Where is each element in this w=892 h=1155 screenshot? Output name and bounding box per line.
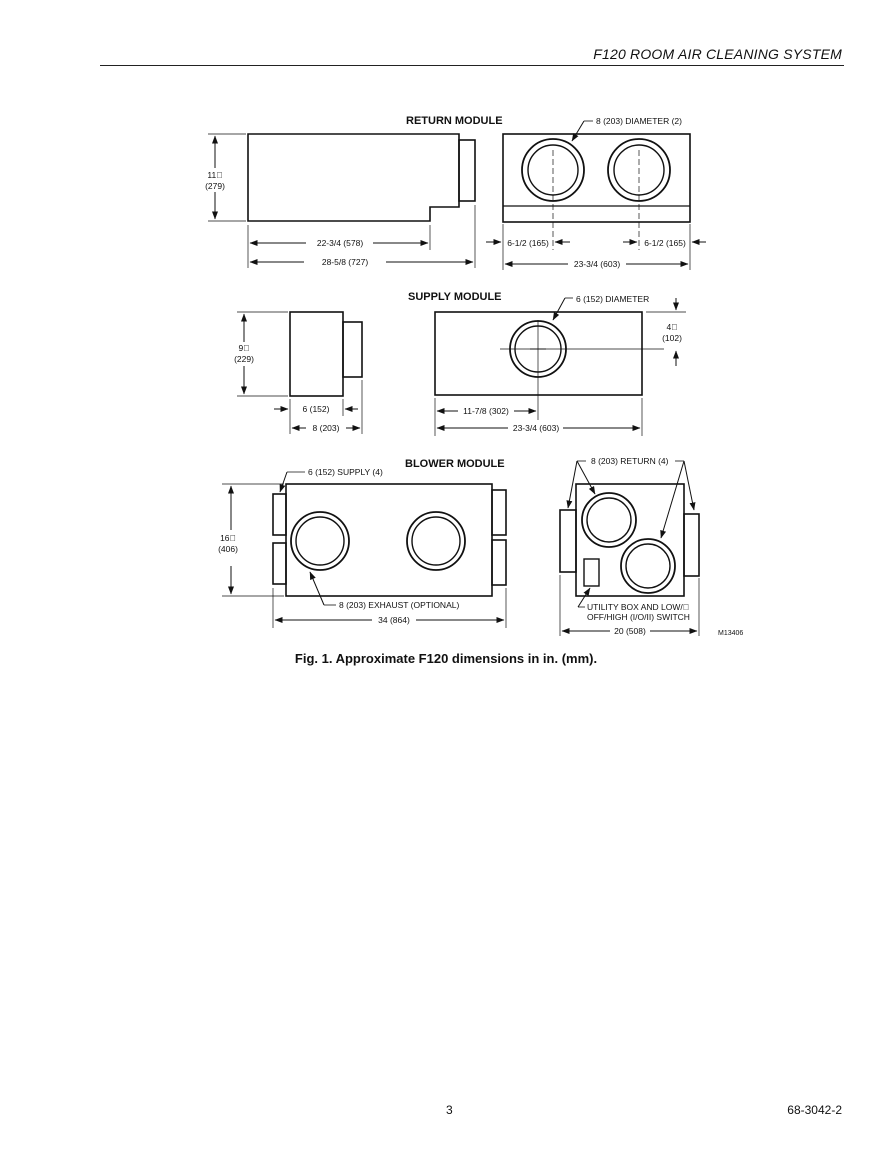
- dimension-figure: RETURN MODULE 8 (203) DIAMETER (2) 11  (…: [205, 115, 743, 637]
- blower-height-in: 16 : [220, 533, 236, 543]
- supply-height-mm: (229): [234, 354, 254, 364]
- blower-module-end-view: [559, 460, 700, 636]
- return-module-side-view: [208, 133, 476, 268]
- return-height-in: 11 : [207, 170, 222, 180]
- supply-diameter-label: 6 (152) DIAMETER: [576, 294, 649, 304]
- blower-return-label: 8 (203) RETURN (4): [591, 456, 669, 466]
- return-diameter-label: 8 (203) DIAMETER (2): [596, 116, 682, 126]
- blower-height-mm: (406): [218, 544, 238, 554]
- supply-height-in: 9 : [238, 343, 249, 353]
- blower-utility-label-2: OFF/HIGH (I/O/II) SWITCH: [587, 612, 690, 622]
- page-header-title: F120 ROOM AIR CLEANING SYSTEM: [593, 46, 842, 62]
- blower-module-side-view: [222, 471, 507, 628]
- blower-utility-label-1: UTILITY BOX AND LOW/ : [587, 602, 689, 612]
- supply-module-front-view: [434, 297, 686, 436]
- supply-offset-dim: 11-7/8 (302): [463, 406, 509, 416]
- return-total-dim: 28-5/8 (727): [322, 257, 368, 267]
- blower-supply-label: 6 (152) SUPPLY (4): [308, 467, 383, 477]
- supply-body-dim: 6 (152): [303, 404, 330, 414]
- supply-center-mm: (102): [662, 333, 682, 343]
- supply-width-dim: 23-3/4 (603): [513, 423, 559, 433]
- supply-center-in: 4 : [666, 322, 677, 332]
- return-body-dim: 22-3/4 (578): [317, 238, 363, 248]
- return-right-offset-dim: 6-1/2 (165): [644, 238, 686, 248]
- return-height-mm: (279): [205, 181, 225, 191]
- document-number: 68-3042-2: [787, 1103, 842, 1117]
- supply-module-title: SUPPLY MODULE: [408, 291, 502, 303]
- figure-caption: Fig. 1. Approximate F120 dimensions in i…: [294, 651, 598, 666]
- page-number: 3: [446, 1103, 453, 1117]
- return-module-title: RETURN MODULE: [406, 115, 503, 127]
- blower-exhaust-label: 8 (203) EXHAUST (OPTIONAL): [339, 600, 459, 610]
- supply-module-side-view: [237, 311, 363, 434]
- return-left-offset-dim: 6-1/2 (165): [507, 238, 549, 248]
- return-width-dim: 23-3/4 (603): [574, 259, 620, 269]
- header-rule: [100, 65, 844, 66]
- blower-module-title: BLOWER MODULE: [405, 458, 505, 470]
- blower-length-dim: 34 (864): [378, 615, 410, 625]
- return-module-front-view: [486, 120, 706, 270]
- supply-total-dim: 8 (203): [313, 423, 340, 433]
- drawing-number: M13406: [718, 630, 743, 637]
- blower-width-dim: 20 (508): [614, 626, 646, 636]
